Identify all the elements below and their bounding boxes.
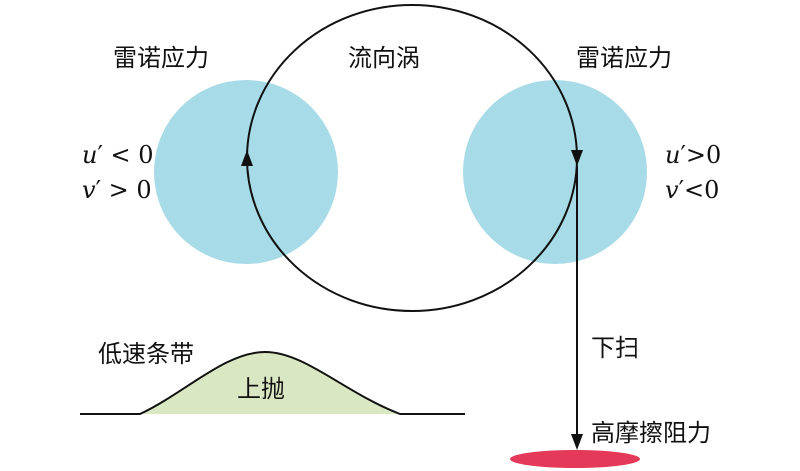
low-speed-streak-fill <box>80 352 465 414</box>
low-speed-streak-label: 低速条带 <box>98 340 194 368</box>
high-friction-region <box>510 450 640 468</box>
v-condition-right: v′<0 <box>665 176 719 204</box>
high-friction-label: 高摩擦阻力 <box>591 419 711 447</box>
arrow-down-icon <box>571 434 583 450</box>
ejection-label: 上抛 <box>237 375 285 403</box>
vortex-label: 流向涡 <box>348 44 420 72</box>
v-condition-left: v′ > 0 <box>82 176 152 204</box>
reynolds-stress-region-left <box>154 80 338 264</box>
sweep-label: 下扫 <box>591 334 639 362</box>
arrow-down-icon <box>571 150 583 166</box>
u-condition-left: u′ < 0 <box>82 141 154 169</box>
reynolds-stress-label-right: 雷诺应力 <box>576 44 672 72</box>
reynolds-stress-region-right <box>463 80 647 264</box>
low-speed-streak-outline <box>80 350 465 415</box>
arrow-up-icon <box>241 150 253 166</box>
u-condition-right: u′>0 <box>665 141 721 169</box>
reynolds-stress-label-left: 雷诺应力 <box>113 44 209 72</box>
